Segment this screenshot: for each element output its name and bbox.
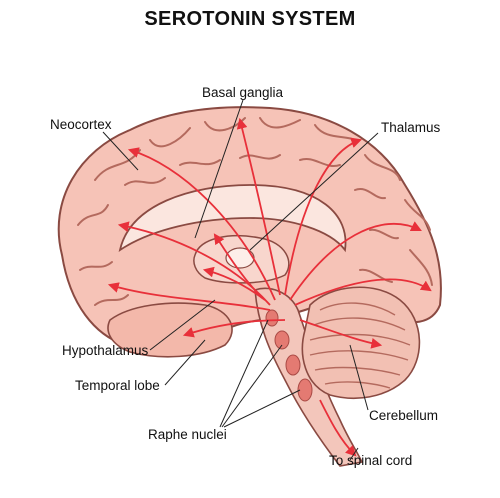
label-neocortex: Neocortex — [50, 117, 112, 132]
raphe-nuclei-cluster — [265, 309, 313, 402]
cerebellum — [301, 286, 421, 400]
leader-lines — [102, 99, 379, 461]
cerebellum-folia — [309, 302, 411, 389]
label-temporal-lobe: Temporal lobe — [75, 378, 160, 393]
diagram-title: SEROTONIN SYSTEM — [144, 8, 356, 30]
label-basal-ganglia: Basal ganglia — [202, 85, 284, 100]
label-thalamus: Thalamus — [381, 120, 441, 135]
temporal-lobe — [107, 302, 233, 358]
label-raphe-nuclei: Raphe nuclei — [148, 427, 227, 442]
label-spinal-cord: To spinal cord — [329, 453, 413, 468]
label-cerebellum: Cerebellum — [369, 408, 439, 423]
serotonin-pathways — [107, 117, 432, 457]
label-hypothalamus: Hypothalamus — [62, 343, 149, 358]
corpus-callosum — [118, 184, 347, 253]
